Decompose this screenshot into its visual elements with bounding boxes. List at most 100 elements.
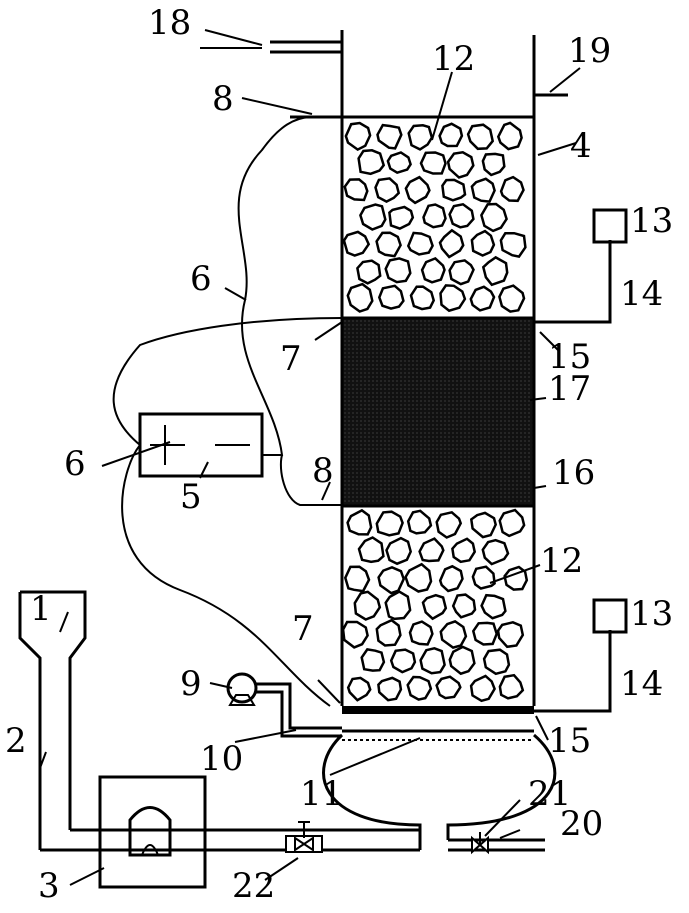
label-18: 18 xyxy=(148,3,191,43)
packing-pebble xyxy=(420,256,446,284)
lower-packing xyxy=(341,508,529,703)
packing-pebble xyxy=(356,259,382,285)
packing-pebble xyxy=(481,255,509,287)
packing-pebble xyxy=(439,620,468,649)
packing-pebble xyxy=(439,284,467,313)
packing-pebble xyxy=(406,509,433,535)
packing-pebble xyxy=(438,564,464,593)
packing-pebble xyxy=(386,151,412,175)
label-19: 19 xyxy=(568,31,611,71)
packing-pebble xyxy=(377,676,403,702)
packing-pebble xyxy=(471,621,499,646)
packing-pebble xyxy=(419,646,446,675)
packing-pebble xyxy=(360,648,386,672)
packing-pebble xyxy=(469,285,496,312)
label-10: 10 xyxy=(200,739,243,779)
label-4: 4 xyxy=(570,126,592,166)
pump-box xyxy=(98,775,207,889)
packing-pebble xyxy=(343,178,369,202)
packing-pebble xyxy=(441,178,467,202)
label-1: 1 xyxy=(30,589,52,629)
packing-pebble xyxy=(418,537,445,563)
wire-mid xyxy=(280,454,342,506)
label-17: 17 xyxy=(548,369,591,409)
label-12-upper: 12 xyxy=(432,39,475,79)
valve-22 xyxy=(285,821,323,853)
packing-pebble xyxy=(481,152,506,177)
packing-pebble xyxy=(359,203,387,231)
label-21: 21 xyxy=(528,774,571,814)
packing-pebble xyxy=(446,150,475,179)
sensor-upper xyxy=(592,208,628,244)
packing-pebble xyxy=(404,175,431,205)
packing-pebble xyxy=(469,674,496,703)
packing-pebble xyxy=(419,151,447,175)
label-2: 2 xyxy=(5,721,27,761)
sampling-port-lower xyxy=(534,630,612,713)
packing-pebble xyxy=(470,177,496,203)
packing-pebble xyxy=(409,285,436,311)
packing-pebble xyxy=(406,231,434,256)
label-16: 16 xyxy=(552,453,595,493)
packing-pebble xyxy=(357,149,386,176)
packing-pebble xyxy=(406,675,433,701)
sensor-lower xyxy=(592,598,628,634)
label-15-upper: 15 xyxy=(548,337,591,377)
feed-tank xyxy=(18,590,87,850)
packing-pebble xyxy=(496,121,523,151)
valve-21 xyxy=(471,832,489,855)
label-13-upper: 13 xyxy=(630,201,673,241)
bottom-plate xyxy=(342,706,534,714)
packing-pebble xyxy=(375,510,404,537)
packing-pebble xyxy=(353,590,382,621)
packing-pebble xyxy=(341,620,369,649)
label-6-lower: 6 xyxy=(64,444,86,484)
leader-lines xyxy=(39,29,581,886)
label-12-lower: 12 xyxy=(540,541,583,581)
packing-pebble xyxy=(438,228,465,259)
packing-pebble xyxy=(344,121,372,152)
packing-pebble xyxy=(481,538,510,566)
packing-pebble xyxy=(377,565,406,595)
label-11: 11 xyxy=(300,774,343,814)
packing-pebble xyxy=(480,593,507,620)
packing-pebble xyxy=(346,508,373,536)
packing-pebble xyxy=(498,673,525,700)
packing-pebble xyxy=(377,284,405,310)
packing-pebble xyxy=(448,202,475,229)
label-6-upper: 6 xyxy=(190,259,212,299)
packing-pebble xyxy=(376,123,403,150)
pump-icon xyxy=(128,806,172,857)
label-13-lower: 13 xyxy=(630,594,673,634)
packing-pebble xyxy=(438,122,464,148)
packing-pebble xyxy=(375,231,402,258)
sampling-port-upper xyxy=(534,240,612,324)
packing-pebble xyxy=(499,175,525,203)
packing-pebble xyxy=(421,593,448,621)
packing-pebble xyxy=(496,620,525,649)
wire-left-top xyxy=(112,317,343,446)
packing-pebble xyxy=(384,590,412,621)
packing-pebble xyxy=(471,565,496,590)
packing-pebble xyxy=(342,230,371,257)
label-7-lower: 7 xyxy=(292,609,314,649)
packing-pebble xyxy=(480,202,508,233)
packing-pebble xyxy=(470,229,496,257)
packing-pebble xyxy=(385,536,413,566)
packing-pebble xyxy=(384,257,412,284)
packing-pebble xyxy=(451,537,477,564)
label-8-upper: 8 xyxy=(212,79,234,119)
packing-pebble xyxy=(435,675,462,700)
air-pump xyxy=(226,672,258,706)
label-15-lower: 15 xyxy=(548,721,591,761)
label-5: 5 xyxy=(180,477,202,517)
wire-left-bottom xyxy=(121,444,331,707)
bottom-chamber-right xyxy=(446,733,557,840)
packing-pebble xyxy=(346,282,374,313)
label-7-upper: 7 xyxy=(280,339,302,379)
packing-pebble xyxy=(498,284,526,313)
packing-pebble xyxy=(389,648,417,674)
packing-pebble xyxy=(346,676,372,702)
packing-pebble xyxy=(422,203,447,229)
